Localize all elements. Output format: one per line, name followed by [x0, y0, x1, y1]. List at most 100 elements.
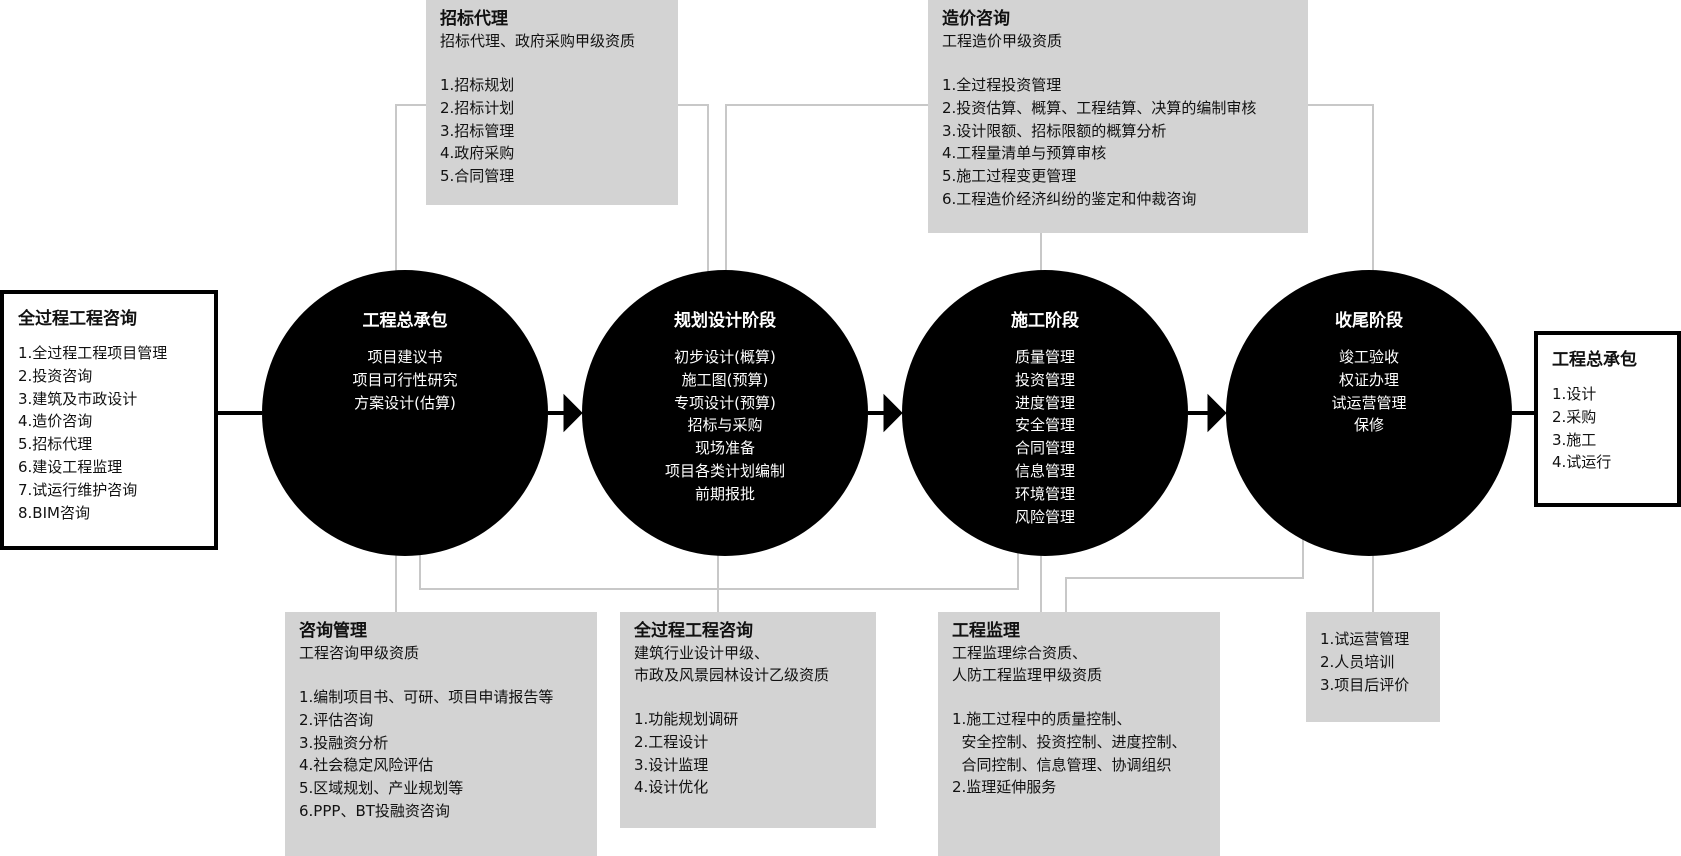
- stage-circle-title: 规划设计阶段: [674, 311, 776, 331]
- left-box-item: 2.投资咨询: [18, 366, 93, 385]
- stage-circle-item: 初步设计(概算): [674, 348, 776, 366]
- panel-subtitle: 工程造价甲级资质: [942, 32, 1063, 50]
- connector-bidding-right: [678, 104, 709, 308]
- panel-title: 造价咨询: [942, 9, 1010, 29]
- panel-list: 1.施工过程中的质量控制、 安全控制、投资控制、进度控制、 合同控制、信息管理、…: [952, 708, 1206, 799]
- connector-cost-right: [1308, 104, 1374, 308]
- flow-arrow-1: [563, 393, 583, 433]
- left-box-item: 8.BIM咨询: [18, 503, 90, 522]
- right-box-item: 1.设计: [1552, 385, 1597, 403]
- panel-item: 4.社会稳定风险评估: [299, 756, 434, 775]
- stage-circle-item: 现场准备: [694, 439, 755, 458]
- panel-item: 安全控制、投资控制、进度控制、: [952, 732, 1187, 751]
- panel-list: 1.招标规划 2.招标计划 3.招标管理 4.政府采购 5.合同管理: [440, 74, 664, 188]
- stage-circle-item: 前期报批: [694, 484, 755, 503]
- panel-item: 5.合同管理: [440, 167, 515, 186]
- stage-circle-construction: 施工阶段 质量管理 投资管理 进度管理 安全管理 合同管理 信息管理 环境管理 …: [902, 270, 1188, 556]
- bottom-box-whole-process: 全过程工程咨询 建筑行业设计甲级、 市政及风景园林设计乙级资质 1.功能规划调研…: [620, 612, 876, 828]
- panel-item: 6.PPP、BT投融资咨询: [299, 801, 450, 820]
- panel-item: 2.评估咨询: [299, 710, 374, 729]
- panel-subtitle: 工程监理综合资质、: [952, 644, 1088, 662]
- left-box-title: 全过程工程咨询: [18, 309, 137, 329]
- left-box-item: 3.建筑及市政设计: [18, 389, 138, 408]
- panel-item: 6.工程造价经济纠纷的鉴定和仲裁咨询: [942, 189, 1197, 208]
- stage-circle-item: 试运营管理: [1331, 393, 1407, 412]
- right-box-title: 工程总承包: [1552, 350, 1637, 370]
- panel-item: 2.投资估算、概算、工程结算、决算的编制审核: [942, 98, 1257, 117]
- right-box-epc: 工程总承包 1.设计 2.采购 3.施工 4.试运行: [1534, 331, 1681, 507]
- panel-list: 1.功能规划调研 2.工程设计 3.设计监理 4.设计优化: [634, 708, 862, 799]
- panel-item: 3.项目后评价: [1320, 675, 1410, 694]
- panel-item: 2.工程设计: [634, 732, 709, 751]
- left-box-item: 7.试运行维护咨询: [18, 480, 138, 499]
- left-box-whole-process-consulting: 全过程工程咨询 1.全过程工程项目管理 2.投资咨询 3.建筑及市政设计 4.造…: [0, 290, 218, 550]
- panel-item: 3.设计限额、招标限额的概算分析: [942, 121, 1167, 140]
- right-box-item: 4.试运行: [1552, 453, 1612, 472]
- panel-title: 工程监理: [952, 621, 1020, 641]
- panel-item: 2.监理延伸服务: [952, 778, 1057, 797]
- panel-title: 咨询管理: [299, 621, 367, 641]
- stage-circle-item: 项目各类计划编制: [664, 461, 785, 480]
- bottom-box-trial-run: 1.试运营管理 2.人员培训 3.项目后评价: [1306, 612, 1440, 722]
- stage-circle-item: 施工图(预算): [681, 370, 769, 389]
- stage-circle-item: 保修: [1353, 416, 1384, 435]
- left-box-item: 5.招标代理: [18, 435, 93, 454]
- panel-item: 1.招标规划: [440, 76, 515, 94]
- stage-circle-item: 进度管理: [1014, 393, 1075, 412]
- stage-circle-closing: 收尾阶段 竣工验收 权证办理 试运营管理 保修: [1226, 270, 1512, 556]
- stage-circle-item: 质量管理: [1014, 348, 1075, 366]
- stage-circle-title: 施工阶段: [1011, 311, 1079, 331]
- panel-title: 招标代理: [440, 9, 508, 29]
- stage-circle-item: 项目建议书: [367, 348, 443, 366]
- stage-circle-item: 方案设计(估算): [354, 393, 456, 412]
- connector-cost-left: [725, 104, 928, 308]
- stage-circle-item: 安全管理: [1014, 416, 1075, 435]
- panel-subtitle: 工程咨询甲级资质: [299, 644, 420, 662]
- panel-subtitle: 建筑行业设计甲级、: [634, 644, 770, 662]
- panel-item: 1.试运营管理: [1320, 630, 1410, 648]
- right-box-item: 2.采购: [1552, 407, 1597, 426]
- panel-item: 1.编制项目书、可研、项目申请报告等: [299, 688, 554, 706]
- main-flow-line: [218, 393, 1534, 433]
- stage-circle-title: 收尾阶段: [1335, 311, 1403, 331]
- left-box-item: 6.建设工程监理: [18, 457, 123, 476]
- connector-supervision-right: [1065, 535, 1304, 612]
- left-box-item: 4.造价咨询: [18, 412, 93, 431]
- stage-circle-item: 投资管理: [1014, 370, 1075, 389]
- panel-item: 合同控制、信息管理、协调组织: [952, 755, 1172, 774]
- panel-subtitle: 招标代理、政府采购甲级资质: [440, 32, 636, 50]
- stage-circle-item: 项目可行性研究: [352, 370, 458, 389]
- panel-item: 1.全过程投资管理: [942, 76, 1062, 94]
- panel-item: 3.招标管理: [440, 121, 515, 140]
- stage-circle-item: 信息管理: [1014, 461, 1075, 480]
- panel-item: 4.设计优化: [634, 778, 709, 797]
- panel-item: 4.工程量清单与预算审核: [942, 144, 1107, 163]
- stage-circle-item: 合同管理: [1014, 439, 1075, 458]
- bottom-box-consulting-management: 咨询管理 工程咨询甲级资质 1.编制项目书、可研、项目申请报告等 2.评估咨询 …: [285, 612, 597, 856]
- stage-circle-items: 项目建议书 项目可行性研究 方案设计(估算): [262, 346, 548, 414]
- stage-circle-item: 环境管理: [1014, 484, 1075, 503]
- panel-item: 1.施工过程中的质量控制、: [952, 710, 1132, 728]
- panel-subtitle: 市政及风景园林设计乙级资质: [634, 666, 830, 684]
- stage-circle-item: 风险管理: [1014, 507, 1075, 526]
- flow-arrow-2: [883, 393, 903, 433]
- stage-circle-item: 招标与采购: [687, 416, 763, 435]
- panel-item: 1.功能规划调研: [634, 710, 739, 728]
- stage-circle-items: 初步设计(概算) 施工图(预算) 专项设计(预算) 招标与采购 现场准备 项目各…: [582, 346, 868, 506]
- panel-title: 全过程工程咨询: [634, 621, 753, 641]
- left-box-list: 1.全过程工程项目管理 2.投资咨询 3.建筑及市政设计 4.造价咨询 5.招标…: [18, 342, 200, 524]
- left-box-item: 1.全过程工程项目管理: [18, 344, 168, 362]
- stage-circle-title: 工程总承包: [362, 311, 448, 331]
- panel-item: 3.设计监理: [634, 755, 709, 774]
- stage-circle-item: 竣工验收: [1338, 348, 1399, 366]
- right-box-list: 1.设计 2.采购 3.施工 4.试运行: [1552, 383, 1663, 474]
- panel-item: 5.区域规划、产业规划等: [299, 779, 464, 798]
- panel-item: 5.施工过程变更管理: [942, 167, 1077, 186]
- right-box-item: 3.施工: [1552, 430, 1597, 449]
- stage-circle-items: 竣工验收 权证办理 试运营管理 保修: [1226, 346, 1512, 437]
- stage-circle-items: 质量管理 投资管理 进度管理 安全管理 合同管理 信息管理 环境管理 风险管理: [902, 346, 1188, 528]
- stage-circle-item: 专项设计(预算): [674, 393, 776, 412]
- stage-circle-planning-design: 规划设计阶段 初步设计(概算) 施工图(预算) 专项设计(预算) 招标与采购 现…: [582, 270, 868, 556]
